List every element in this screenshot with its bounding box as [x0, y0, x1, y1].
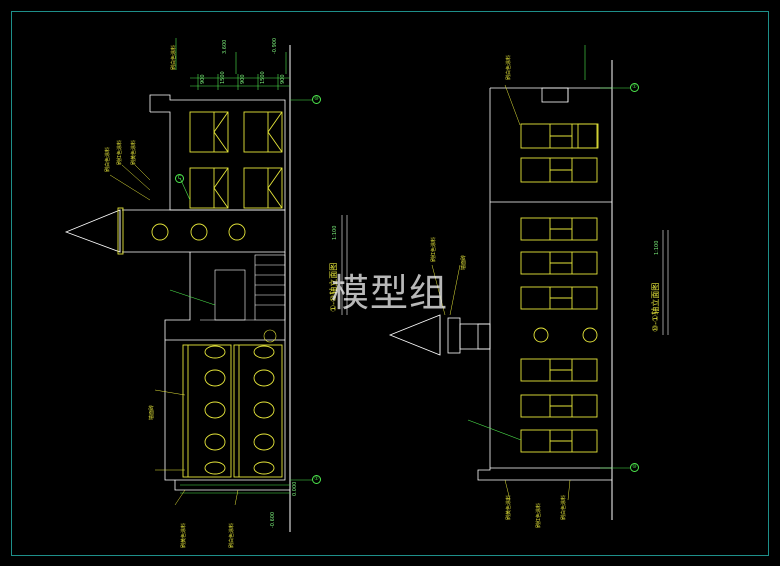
left-round-windows — [117, 207, 246, 255]
right-windows — [520, 123, 599, 453]
right-dimension-lines — [467, 45, 630, 469]
axis-bubble-left-bottom: ① — [312, 475, 321, 484]
left-dimension-lines — [169, 38, 312, 494]
drawing-frame — [11, 11, 769, 556]
level-mark-3: 0.000 — [292, 481, 298, 496]
right-tag-6: 刷红色涂料 — [536, 502, 542, 528]
left-elevation — [64, 45, 291, 532]
dim-label-1: 900 — [200, 74, 206, 84]
left-tag-4: 墙面砖 — [149, 404, 155, 420]
left-wall-note: 刷白色涂料 — [171, 44, 177, 70]
window-tag-bubble: C — [175, 174, 184, 183]
right-elevation-title: ⑩-①轴立面图 — [651, 282, 660, 332]
right-tag-4: 刷黄色涂料 — [506, 494, 512, 520]
left-upper-windows — [189, 111, 283, 209]
level-mark-4: -0.600 — [270, 511, 276, 528]
dim-label-3: 900 — [240, 74, 246, 84]
title-marks — [341, 215, 669, 335]
right-tag-5: 刷白色涂料 — [561, 494, 567, 520]
right-elevation — [388, 60, 613, 520]
left-lower-windows — [182, 344, 283, 478]
right-tag-3: 墙面砖 — [461, 254, 467, 270]
left-tag-1: 刷白色涂料 — [105, 146, 111, 172]
watermark: 模型组 — [331, 271, 449, 315]
axis-bubble-right-bottom: ⑩ — [630, 463, 639, 472]
right-elevation-scale: 1:100 — [654, 240, 660, 255]
right-leader-lines — [431, 84, 571, 501]
left-stair — [200, 254, 286, 343]
dim-label-2: 1500 — [220, 71, 226, 84]
dim-label-5: 900 — [280, 74, 286, 84]
right-tag-1: 刷白色涂料 — [506, 54, 512, 80]
left-tag-6: 刷黄色涂料 — [181, 522, 187, 548]
dim-label-4: 1500 — [260, 71, 266, 84]
left-leader-lines — [109, 164, 239, 506]
axis-bubble-left-top: ⑩ — [312, 95, 321, 104]
axis-bubble-right-top: ① — [630, 83, 639, 92]
left-tag-3: 刷黄色涂料 — [131, 139, 137, 165]
left-tag-2: 刷红色涂料 — [117, 139, 123, 165]
right-tag-2: 刷红色涂料 — [431, 236, 437, 262]
left-tag-5: 刷白色涂料 — [229, 522, 235, 548]
level-mark-1: 3.600 — [222, 39, 228, 54]
left-elevation-scale: 1:100 — [332, 225, 338, 240]
level-mark-2: -0.900 — [272, 37, 278, 54]
